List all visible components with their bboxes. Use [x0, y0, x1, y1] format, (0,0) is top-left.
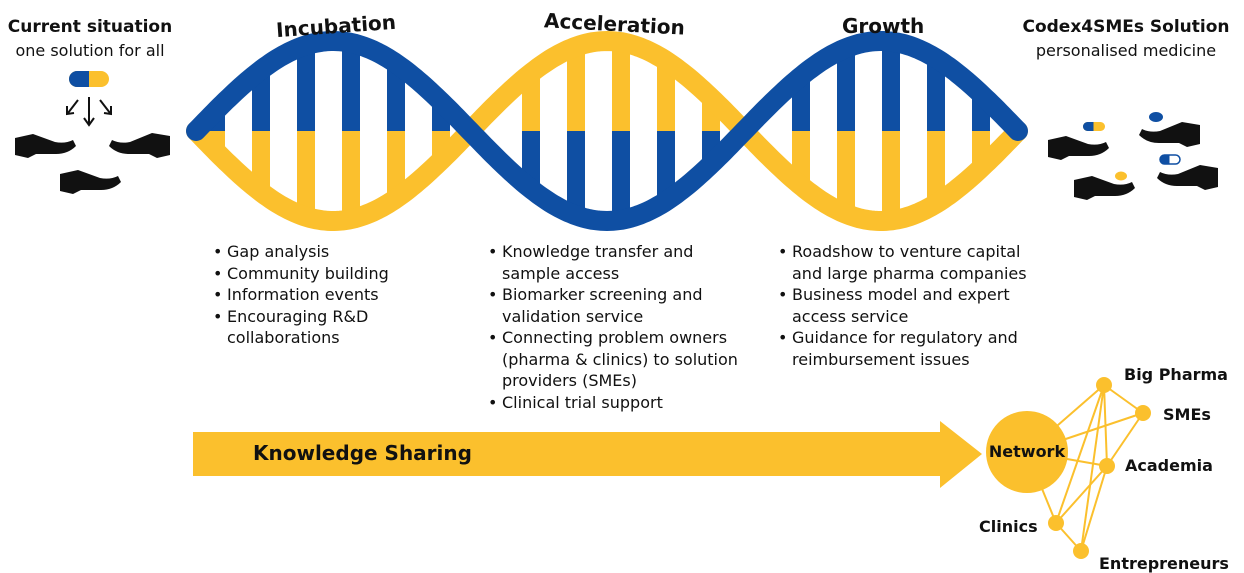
list-item: Guidance for regulatory and reimbursemen… — [778, 327, 1054, 370]
helix-rung — [387, 131, 405, 199]
dna-helix — [186, 30, 1028, 232]
down-arrow-icon — [66, 97, 112, 127]
open-hand-icon — [60, 170, 121, 194]
helix-rung — [342, 42, 360, 132]
acceleration-bullets: Knowledge transfer and sample access Bio… — [488, 241, 758, 413]
open-hand-icon — [1139, 122, 1200, 147]
list-item: Knowledge transfer and sample access — [488, 241, 732, 284]
helix-rung — [837, 48, 855, 131]
right-illustration — [1048, 112, 1218, 200]
node-entrepreneurs — [1073, 543, 1089, 559]
node-big-pharma — [1096, 377, 1112, 393]
node-clinics — [1048, 515, 1064, 531]
solution-subtitle: personalised medicine — [1035, 41, 1217, 60]
network-center-label: Network — [988, 442, 1066, 461]
network-label-clinics: Clinics — [979, 517, 1038, 536]
small-pill-icon — [1083, 122, 1105, 131]
helix-rung — [387, 63, 405, 131]
helix-rung — [657, 60, 675, 131]
node-academia — [1099, 458, 1115, 474]
small-pill-icon — [1159, 154, 1181, 165]
network-label-big-pharma: Big Pharma — [1124, 365, 1228, 384]
current-situation-subtitle: one solution for all — [15, 41, 165, 60]
pill-icon — [69, 71, 109, 87]
list-item: Community building — [213, 263, 433, 285]
growth-bullets: Roadshow to venture capital and large ph… — [778, 241, 1048, 370]
knowledge-sharing-label: Knowledge Sharing — [253, 441, 472, 465]
helix-rung — [927, 131, 945, 204]
list-item: Clinical trial support — [488, 392, 758, 414]
helix-rungs — [207, 41, 990, 221]
helix-rung — [882, 131, 900, 221]
small-pill-icon — [1149, 112, 1163, 122]
open-hand-icon — [1074, 176, 1135, 200]
incubation-bullets: Gap analysis Community building Informat… — [213, 241, 433, 349]
helix-rung — [342, 131, 360, 220]
helix-rung — [567, 46, 585, 131]
network-label-smes: SMEs — [1163, 405, 1211, 424]
helix-rung — [567, 131, 585, 216]
list-item: Gap analysis — [213, 241, 433, 263]
helix-rung — [837, 131, 855, 214]
helix-strand-yellow — [186, 30, 1028, 231]
helix-rung — [657, 131, 675, 202]
network-label-academia: Academia — [1125, 456, 1213, 475]
phase-title-growth: Growth — [842, 14, 925, 38]
helix-rung — [297, 45, 315, 132]
list-item: Information events — [213, 284, 433, 306]
current-situation-title: Current situation — [7, 17, 173, 37]
list-item: Connecting problem owners (pharma & clin… — [488, 327, 764, 392]
network-center-circle — [986, 411, 1068, 493]
helix-rung — [612, 131, 630, 220]
knowledge-sharing-arrow — [193, 421, 982, 488]
left-illustration — [15, 71, 170, 194]
helix-strand-blue — [186, 31, 1028, 232]
helix-rung — [927, 58, 945, 132]
list-item: Business model and expert access service — [778, 284, 1042, 327]
network-label-entrepreneurs: Entrepreneurs — [1099, 554, 1229, 573]
node-smes — [1135, 405, 1151, 421]
helix-rung — [882, 41, 900, 131]
solution-title: Codex4SMEs Solution — [1022, 17, 1230, 37]
list-item: Biomarker screening and validation servi… — [488, 284, 742, 327]
small-pill-icon — [1115, 171, 1127, 181]
list-item: Roadshow to venture capital and large ph… — [778, 241, 1054, 284]
open-hand-icon — [1048, 136, 1109, 160]
open-hand-icon — [15, 134, 76, 158]
open-hand-icon — [109, 133, 170, 158]
list-item: Encouraging R&D collaborations — [213, 306, 397, 349]
open-hand-icon — [1157, 165, 1218, 190]
helix-rung — [612, 42, 630, 132]
helix-rung — [297, 131, 315, 217]
